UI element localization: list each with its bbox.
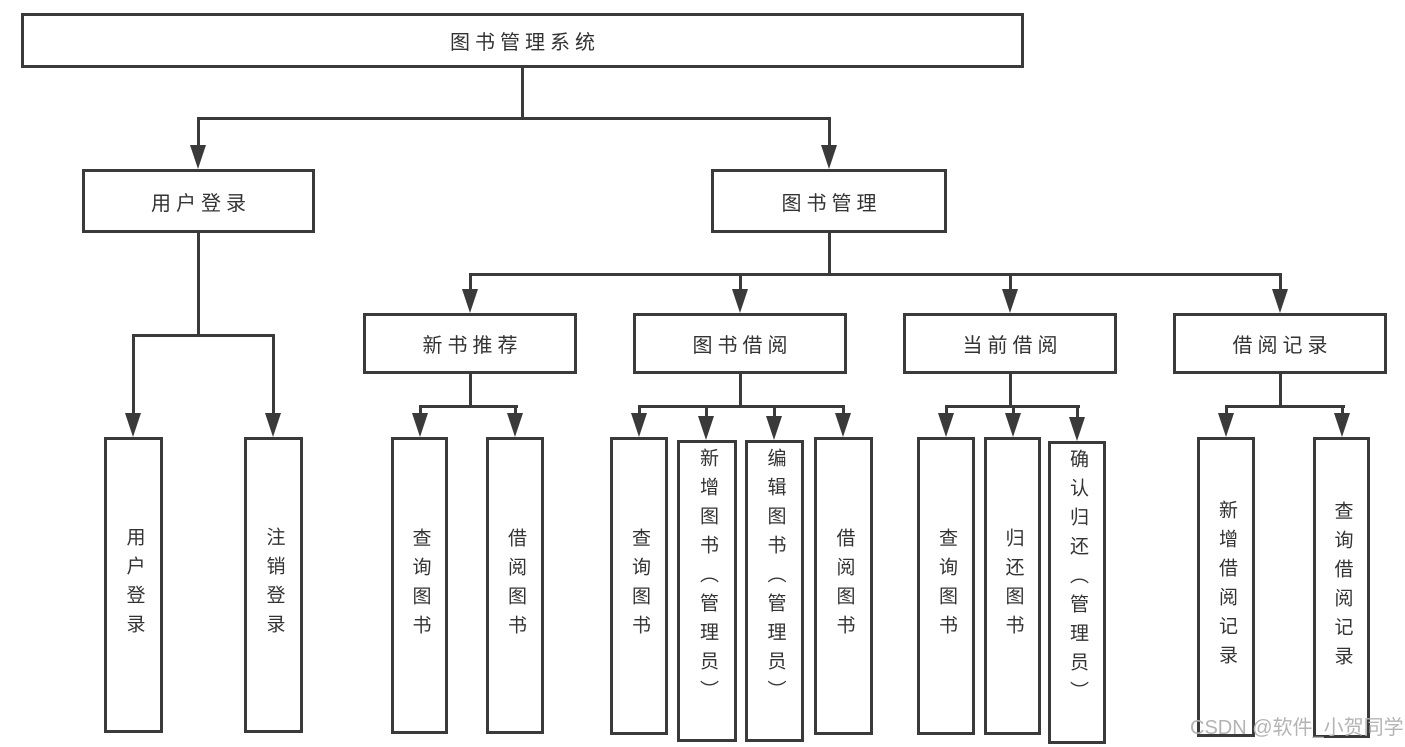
node-borrowing-records: 借阅记录: [1173, 313, 1387, 374]
arrow-down-icon: [821, 145, 837, 169]
node-library-system: 图书管理系统: [21, 13, 1024, 68]
node-label: 查询图书: [935, 528, 957, 644]
arrow-down-icon: [190, 145, 206, 169]
arrow-down-icon: [835, 413, 851, 437]
connector-line: [418, 404, 518, 408]
node-label: 归还图书: [1002, 528, 1024, 644]
leaf-logout: 注销登录: [244, 437, 303, 733]
node-label: 新增图书（管理员）: [696, 448, 718, 709]
connector-line: [1278, 374, 1282, 407]
node-label: 图书借阅: [692, 335, 793, 357]
connector-line: [196, 116, 200, 147]
node-label: 编辑图书（管理员）: [764, 448, 786, 709]
leaf-add-book-admin: 新增图书（管理员）: [677, 440, 737, 742]
leaf-query-books-borrowing: 查询图书: [610, 437, 668, 735]
connector-line: [196, 233, 200, 336]
leaf-borrow-books-recommend: 借阅图书: [486, 437, 544, 734]
arrow-down-icon: [1218, 413, 1234, 437]
node-label: 新书推荐: [422, 335, 523, 357]
connector-line: [637, 404, 641, 415]
connector-line: [772, 404, 776, 418]
arrow-down-icon: [766, 416, 782, 440]
leaf-borrow-books-borrowing: 借阅图书: [814, 437, 873, 735]
node-new-book-recommendation: 新书推荐: [363, 313, 577, 374]
node-label: 确认归还（管理员）: [1066, 449, 1088, 710]
connector-line: [520, 68, 524, 119]
arrow-down-icon: [1069, 417, 1085, 441]
node-label: 查询图书: [409, 527, 431, 644]
connector-line: [468, 272, 1282, 276]
leaf-query-books-recommend: 查询图书: [391, 437, 448, 734]
arrow-down-icon: [631, 413, 647, 437]
arrow-down-icon: [412, 413, 428, 437]
connector-line: [1224, 404, 1228, 415]
connector-line: [1224, 404, 1345, 408]
connector-line: [1278, 272, 1282, 291]
watermark: CSDN @软件_小贺同学: [1190, 717, 1404, 739]
node-label: 借阅图书: [833, 528, 855, 644]
arrow-down-icon: [125, 413, 141, 437]
connector-line: [1075, 404, 1079, 419]
node-label: 新增借阅记录: [1215, 500, 1237, 674]
connector-line: [418, 404, 422, 415]
connector-line: [513, 404, 517, 415]
node-label: 查询图书: [628, 528, 650, 644]
connector-line: [827, 116, 831, 147]
arrow-down-icon: [1005, 413, 1021, 437]
arrow-down-icon: [938, 413, 954, 437]
leaf-query-borrow-record: 查询借阅记录: [1313, 437, 1370, 738]
connector-line: [637, 404, 845, 408]
connector-line: [1008, 272, 1012, 291]
leaf-edit-book-admin: 编辑图书（管理员）: [745, 440, 804, 742]
node-label: 查询借阅记录: [1331, 500, 1353, 675]
connector-line: [841, 404, 845, 415]
node-label: 当前借阅: [962, 335, 1063, 357]
leaf-query-books-current: 查询图书: [917, 437, 975, 735]
arrow-down-icon: [1334, 413, 1350, 437]
node-label: 用户登录: [151, 192, 251, 215]
node-label: 图书管理: [781, 192, 882, 215]
leaf-user-login: 用户登录: [104, 437, 163, 733]
connector-line: [944, 404, 948, 415]
connector-line: [468, 272, 472, 291]
node-label: 借阅记录: [1232, 335, 1333, 357]
arrow-down-icon: [698, 416, 714, 440]
connector-line: [1011, 404, 1015, 415]
arrow-down-icon: [462, 289, 478, 313]
connector-line: [704, 404, 708, 418]
connector-line: [131, 334, 135, 414]
arrow-down-icon: [1272, 289, 1288, 313]
arrow-down-icon: [1002, 289, 1018, 313]
node-user-login: 用户登录: [82, 169, 315, 233]
connector-line: [196, 116, 831, 120]
leaf-return-book: 归还图书: [984, 437, 1041, 735]
connector-line: [827, 233, 831, 275]
node-label: 图书管理系统: [450, 32, 600, 54]
node-label: 注销登录: [263, 527, 285, 643]
connector-line: [1008, 374, 1012, 407]
arrow-down-icon: [265, 413, 281, 437]
leaf-confirm-return-admin: 确认归还（管理员）: [1048, 441, 1106, 744]
node-current-borrowing: 当前借阅: [903, 313, 1117, 374]
connector-line: [1340, 404, 1344, 415]
node-label: 借阅图书: [504, 527, 526, 644]
node-label: 用户登录: [123, 527, 145, 643]
connector-line: [468, 374, 472, 407]
arrow-down-icon: [507, 413, 523, 437]
node-book-management: 图书管理: [711, 169, 947, 233]
connector-line: [738, 374, 742, 407]
leaf-add-borrow-record: 新增借阅记录: [1197, 437, 1255, 737]
connector-line: [738, 272, 742, 291]
arrow-down-icon: [732, 289, 748, 313]
connector-line: [131, 334, 275, 337]
node-book-borrowing: 图书借阅: [633, 313, 847, 374]
connector-line: [271, 334, 275, 414]
